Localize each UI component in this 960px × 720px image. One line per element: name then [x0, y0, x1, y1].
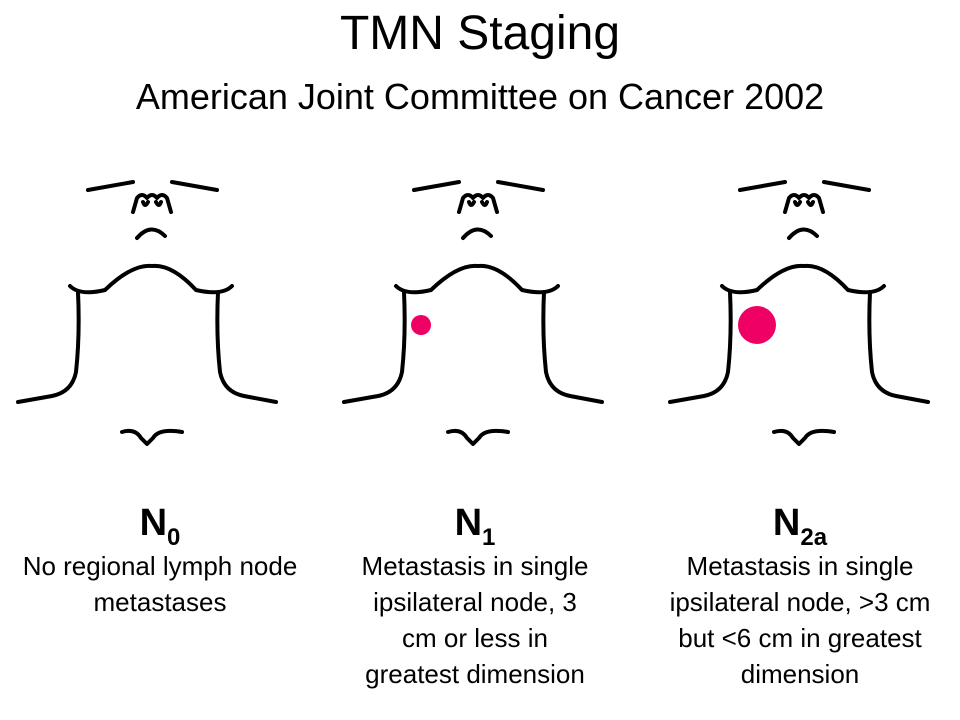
stage-label-n1: N1: [454, 502, 496, 551]
panel-n2a: N2a Metastasis in single ipsilateral nod…: [640, 500, 960, 692]
stage-label-n0: N0: [139, 502, 181, 551]
stage-description-n0: No regional lymph node metastases: [22, 551, 298, 617]
lymph-node-large: [738, 306, 776, 344]
neck-diagrams: [16, 180, 930, 446]
page-title: TMN Staging: [339, 7, 621, 60]
page-subtitle: American Joint Committee on Cancer 2002: [135, 76, 825, 117]
lymph-node-small: [411, 315, 431, 335]
panel-n1: N1 Metastasis in single ipsilateral node…: [315, 500, 635, 692]
stage-description-n1: Metastasis in single ipsilateral node, 3…: [361, 551, 589, 689]
panel-n0: N0 No regional lymph node metastases: [0, 500, 320, 620]
neck-outline-n0: [16, 180, 278, 446]
neck-outline-n1: [342, 180, 604, 446]
stage-label-n2a: N2a: [772, 502, 828, 551]
neck-outline-n2a: [668, 180, 930, 446]
stage-description-n2a: Metastasis in single ipsilateral node, >…: [669, 551, 931, 689]
